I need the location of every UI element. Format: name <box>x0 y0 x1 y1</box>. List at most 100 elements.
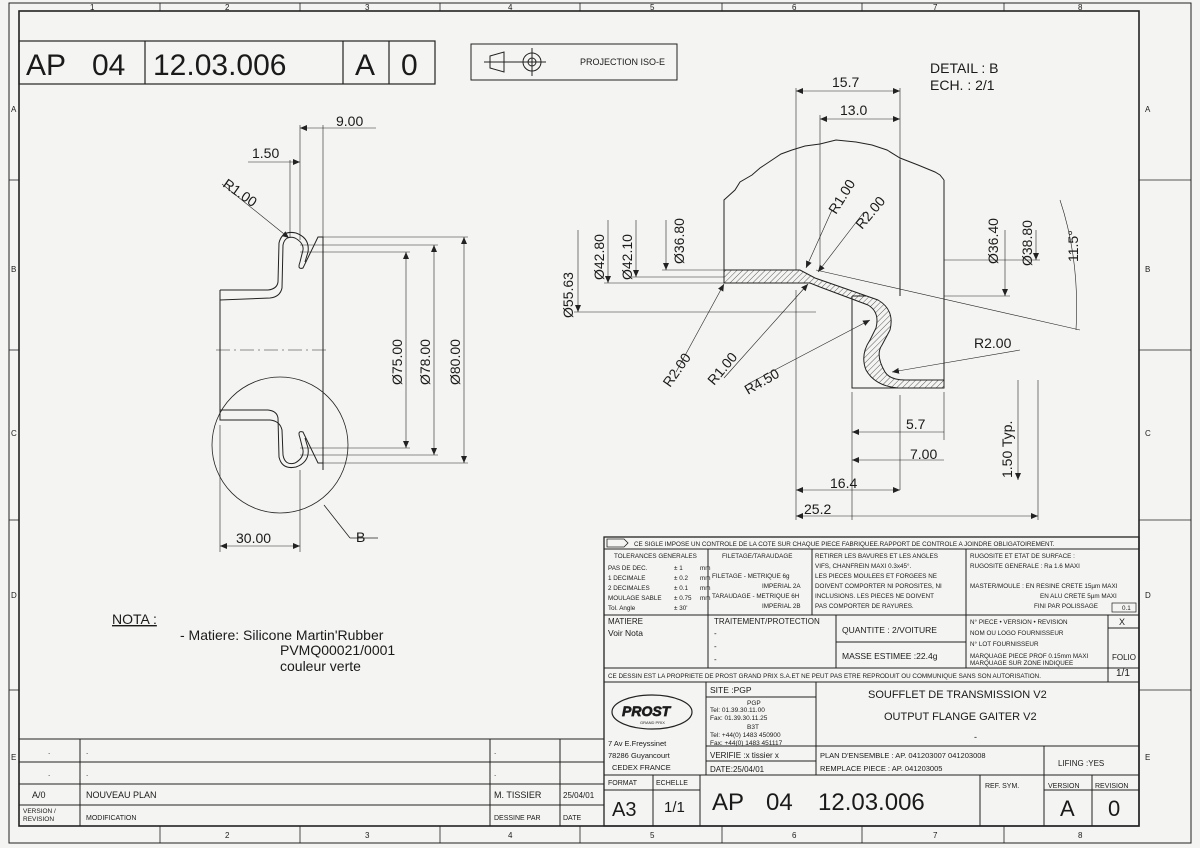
dim-d75: Ø75.00 <box>389 339 405 385</box>
row-label-C: C <box>11 429 17 438</box>
piece-info-4: MARQUAGE SUR ZONE INDIQUEE <box>970 660 1073 667</box>
threading-header: FILETAGE/TARAUDAGE <box>722 553 792 560</box>
tol-label-1: 1 DECIMALE <box>608 575 645 582</box>
piece-info-1: NOM OU LOGO FOURNISSEUR <box>970 630 1064 637</box>
dim-5-7: 5.7 <box>906 416 926 432</box>
grid-labels: 1 2 3 4 5 6 7 8 2 3 4 5 6 7 8 A B C D E … <box>11 3 1151 840</box>
dim-d80: Ø80.00 <box>447 339 463 385</box>
masse: MASSE ESTIMEE :22.4g <box>842 651 938 661</box>
tol-value-3: ± 0.75 <box>674 595 692 602</box>
drawing-number-header: AP 04 12.03.006 A 0 <box>18 40 436 85</box>
logo-text: PROST <box>622 703 672 719</box>
title-fr: SOUFFLET DE TRANSMISSION V2 <box>868 689 1047 701</box>
tol-unit-0: mm <box>700 565 711 572</box>
dim-13: 13.0 <box>840 102 867 118</box>
dim-d78: Ø78.00 <box>417 339 433 385</box>
dim-r2-detail-top: R2.00 <box>852 193 888 232</box>
pgp-2: Fax: 01.39.30.11.25 <box>710 715 768 722</box>
remplace: REMPLACE PIECE : AP. 041203005 <box>820 764 942 773</box>
rev-row-2-by: M. TISSIER <box>494 790 542 800</box>
title-block: CE SIGLE IMPOSE UN CONTROLE DE LA COTE S… <box>603 536 1140 827</box>
tol-label-0: PAS DE DEC. <box>608 565 648 572</box>
dim-15-7: 15.7 <box>832 74 859 90</box>
tol-unit-3: mm <box>700 595 711 602</box>
drawing-number: 12.03.006 <box>153 49 286 82</box>
row-label-C-right: C <box>1145 429 1151 438</box>
row-label-E-right: E <box>1145 753 1150 762</box>
col-label-4: 4 <box>508 3 513 12</box>
nota-line-3: couleur verte <box>280 658 361 674</box>
revision-label: REVISION <box>1095 783 1128 790</box>
dim-1-50-typ: 1.50 Typ. <box>999 421 1015 478</box>
traitement-label: TRAITEMENT/PROTECTION <box>714 617 820 626</box>
tol-value-1: ± 0.2 <box>674 575 688 582</box>
traitement-2: - <box>714 655 717 664</box>
revision-value: 0 <box>1108 796 1120 821</box>
dim-r1-detail: R1.00 <box>825 176 858 216</box>
dim-1-50: 1.50 <box>252 145 279 161</box>
detail-view: DETAIL : B ECH. : 2/1 15.7 13.0 R1.00 R2… <box>560 60 1081 520</box>
matiere-label: MATIERE <box>608 617 643 626</box>
address-0: 7 Av E.Freyssinet <box>608 739 667 748</box>
left-view <box>211 125 468 552</box>
rev-footer-date: DATE <box>563 815 581 822</box>
dim-d36-4: Ø36.40 <box>985 218 1001 264</box>
quantite: QUANTITE : 2/VOITURE <box>842 625 937 635</box>
drawing-prefix: AP <box>26 49 66 82</box>
date: DATE:25/04/01 <box>710 765 765 774</box>
piece-info-0: N° PIECE • VERSION • REVISION <box>970 618 1068 626</box>
deburr-3: DOIVENT COMPORTER NI POROSITES, NI <box>815 583 942 590</box>
tol-value-4: ± 30' <box>674 605 687 612</box>
dim-r1-lower: R1.00 <box>704 349 740 388</box>
pgp-0: PGP <box>747 700 761 707</box>
logo-sub: GRAND PRIX <box>640 720 665 725</box>
bottom-sub: 04 <box>766 789 793 816</box>
address-1: 78286 Guyancourt <box>608 751 671 760</box>
version-value: A <box>1060 796 1075 821</box>
rev-footer-rev: VERSION / <box>23 808 56 815</box>
site: SITE :PGP <box>710 685 752 695</box>
title-en: OUTPUT FLANGE GAITER V2 <box>884 711 1037 723</box>
projection-label: PROJECTION ISO-E <box>580 57 665 67</box>
rev-row-0-mod: . <box>86 747 88 756</box>
echelle-value: 1/1 <box>664 799 685 816</box>
plan-ensemble: PLAN D'ENSEMBLE : AP. 041203007 04120300… <box>820 751 986 760</box>
surface-4: FINI PAR POLISSAGE <box>1034 603 1098 610</box>
tol-label-4: Tol. Angle <box>608 605 636 612</box>
dim-d36-8: Ø36.80 <box>671 218 687 264</box>
piece-info-2: N° LOT FOURNISSEUR <box>970 640 1039 648</box>
ref-sym: REF. SYM. <box>985 783 1019 790</box>
revision-table: . . . . . . A/0 NOUVEAU PLAN M. TISSIER … <box>19 738 604 826</box>
threading-row-1: IMPERIAL 2A <box>762 583 801 590</box>
matiere-value: Voir Nota <box>608 628 643 638</box>
deburr-4: INCLUSIONS. LES PIECES NE DOIVENT <box>815 593 934 600</box>
dim-16-4: 16.4 <box>830 475 857 491</box>
rev-row-1-rev: . <box>48 769 50 778</box>
col-label-5-bottom: 5 <box>650 831 655 840</box>
col-label-2-bottom: 2 <box>225 831 230 840</box>
surface-1: RUGOSITE GENERALE : Ra 1.6 MAXI <box>970 563 1080 570</box>
rev-row-0-by: . <box>494 747 496 756</box>
rev-footer-mod: MODIFICATION <box>86 815 136 822</box>
echelle-label: ECHELLE <box>656 780 688 787</box>
dim-r4-5: R4.50 <box>742 365 783 398</box>
col-label-3: 3 <box>365 3 370 12</box>
first-angle-projection-icon <box>484 48 546 76</box>
dim-d38-8: Ø38.80 <box>1019 220 1035 266</box>
rev-row-2-date: 25/04/01 <box>563 791 595 800</box>
rev-footer-rev-2: REVISION <box>23 816 54 823</box>
row-label-B-right: B <box>1145 265 1150 274</box>
b3t-0: B3T <box>747 724 759 731</box>
drawing-sub: 04 <box>92 49 125 82</box>
surface-symbol: 0.1 <box>1122 605 1131 612</box>
threading-row-2: TARAUDAGE - METRIQUE 6H <box>712 593 800 600</box>
deburr-0: RETIRER LES BAVURES ET LES ANGLES <box>815 553 938 560</box>
surface-symbol-box <box>1111 602 1137 613</box>
address-2: CEDEX FRANCE <box>612 763 671 772</box>
row-label-B: B <box>11 265 16 274</box>
dim-r2-left: R2.00 <box>659 350 694 390</box>
lifing: LIFING :YES <box>1058 759 1104 768</box>
col-label-6-bottom: 6 <box>792 831 797 840</box>
version-label: VERSION <box>1048 783 1080 790</box>
